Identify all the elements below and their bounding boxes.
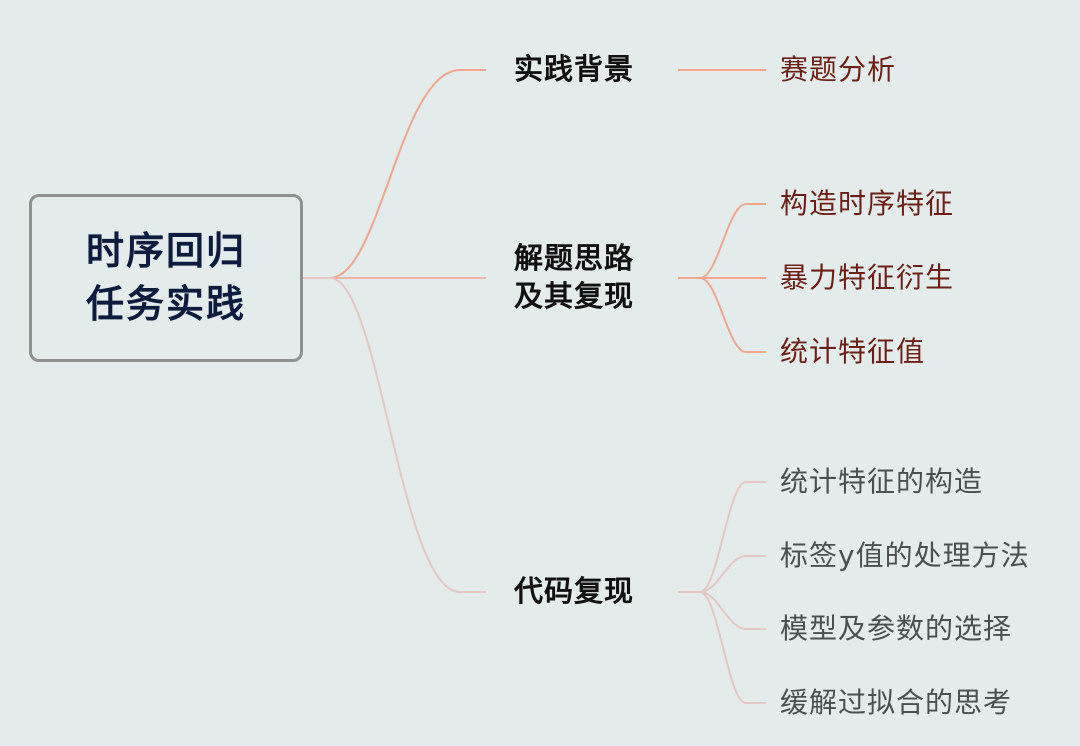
branch-node-background: 实践背景 [514, 51, 644, 89]
connector-code-to-leaf-4 [678, 591, 766, 704]
branch-label-line-2: 及其复现 [514, 278, 635, 313]
root-title-line-2: 任务实践 [85, 282, 246, 326]
leaf-node: 统计特征的构造 [780, 465, 984, 498]
root-node: 时序回归 任务实践 [29, 194, 303, 362]
leaf-node: 标签y值的处理方法 [780, 539, 1030, 572]
root-title-line-1: 时序回归 [85, 228, 246, 273]
connector-code-to-leaf-3 [678, 591, 766, 630]
root-title: 时序回归 任务实践 [86, 225, 246, 331]
connector-root-to-code [303, 277, 486, 593]
branch-label: 实践背景 [514, 52, 635, 86]
connector-root-to-background [303, 69, 486, 279]
connector-approach-to-leaf-1 [678, 203, 766, 279]
connector-code-to-leaf-1 [678, 481, 766, 593]
branch-label-line-1: 解题思路 [514, 241, 635, 275]
connector-code-to-leaf-2 [678, 555, 766, 593]
leaf-node: 缓解过拟合的思考 [780, 686, 1013, 719]
branch-node-code: 代码复现 [514, 573, 644, 611]
leaf-node: 赛题分析 [780, 53, 897, 86]
branch-label: 代码复现 [514, 574, 635, 608]
leaf-node: 模型及参数的选择 [780, 612, 1013, 645]
branch-node-approach: 解题思路 及其复现 [514, 240, 644, 315]
leaf-node: 构造时序特征 [780, 187, 955, 220]
connector-approach-to-leaf-3 [678, 277, 766, 353]
leaf-node: 暴力特征衍生 [780, 261, 955, 294]
leaf-node: 统计特征值 [780, 335, 926, 368]
